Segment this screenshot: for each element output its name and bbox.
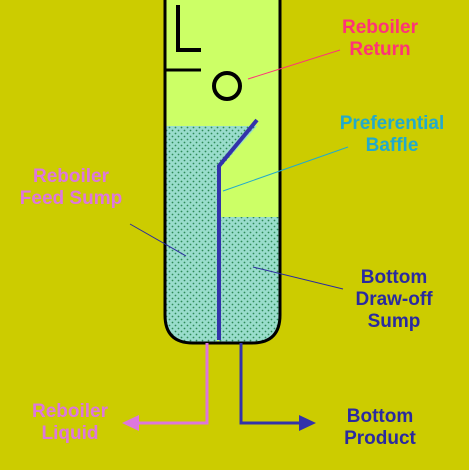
- bottom-drawoff-sump-label-line2: Draw-off: [355, 289, 433, 310]
- bottom-drawoff-sump-leader: [252, 266, 344, 290]
- reboiler-feed-sump-label-line2: Feed Sump: [19, 188, 123, 209]
- bottom-product-label-line2: Product: [344, 428, 416, 449]
- reboiler-return-nozzle: [212, 71, 242, 101]
- preferential-baffle-label: Preferential Baffle: [322, 113, 462, 157]
- vessel-wall: [163, 0, 282, 345]
- bottom-drawoff-sump-liquid: [219, 217, 280, 343]
- reboiler-feed-sump-liquid: [165, 126, 257, 343]
- reboiler-return-label-line1: Reboiler: [341, 17, 419, 38]
- reboiler-liquid-label: Reboiler Liquid: [20, 401, 120, 445]
- bottom-product-label: Bottom Product: [330, 406, 430, 450]
- reboiler-return-label: Reboiler Return: [330, 17, 430, 61]
- reboiler-liquid-pipe: [138, 343, 209, 425]
- reboiler-feed-sump-label: Reboiler Feed Sump: [2, 166, 140, 210]
- reboiler-liquid-arrowhead: [122, 415, 139, 431]
- bottom-product-arrowhead: [299, 415, 316, 431]
- bottom-drawoff-sump-label-line3: Sump: [367, 311, 421, 332]
- bottom-product-pipe: [239, 343, 300, 425]
- preferential-baffle-label-line1: Preferential: [339, 113, 445, 134]
- preferential-baffle-leader: [222, 146, 349, 192]
- bottom-drawoff-sump-label-line1: Bottom: [360, 267, 428, 288]
- reboiler-liquid-label-line1: Reboiler: [31, 401, 109, 422]
- bottom-drawoff-sump-label: Bottom Draw-off Sump: [344, 267, 444, 333]
- reboiler-liquid-label-line2: Liquid: [41, 423, 99, 444]
- preferential-baffle-label-line2: Baffle: [365, 135, 419, 156]
- preferential-baffle: [217, 118, 259, 340]
- reboiler-return-leader: [247, 49, 341, 80]
- downcomer: [176, 5, 201, 52]
- reboiler-feed-sump-label-line1: Reboiler: [32, 166, 110, 187]
- reboiler-feed-sump-leader: [129, 223, 187, 257]
- reboiler-return-label-line2: Return: [349, 39, 411, 60]
- bottom-product-label-line1: Bottom: [346, 406, 414, 427]
